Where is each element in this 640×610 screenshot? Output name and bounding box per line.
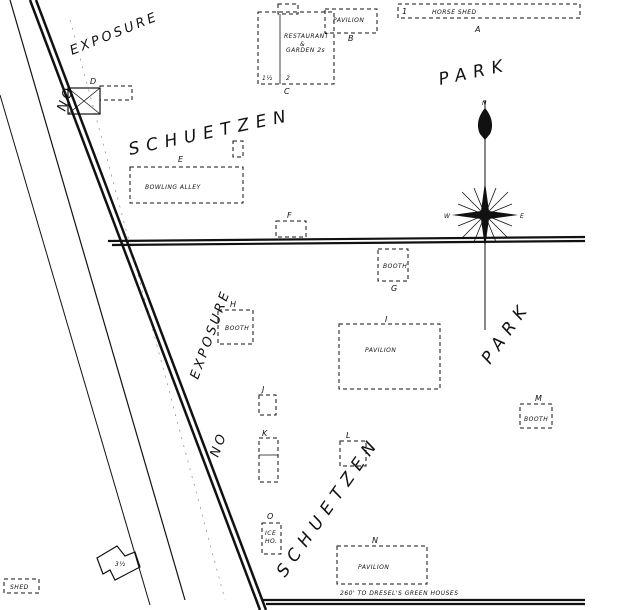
bowling-alley-e: BOWLING ALLEY E bbox=[129, 155, 244, 204]
booth-m: BOOTH M bbox=[519, 394, 553, 429]
horse-shed: HORSE SHED A 1 bbox=[397, 3, 581, 34]
svg-text:O: O bbox=[267, 512, 273, 521]
booth-g: BOOTH G bbox=[377, 248, 409, 293]
svg-text:C: C bbox=[284, 87, 290, 96]
svg-text:GARDEN 2s: GARDEN 2s bbox=[286, 47, 325, 54]
svg-text:B: B bbox=[348, 34, 354, 43]
svg-text:G: G bbox=[391, 284, 397, 293]
svg-text:1: 1 bbox=[402, 7, 407, 16]
no-exposure-word-bottom: EXPOSURE bbox=[188, 288, 234, 382]
svg-text:ICE: ICE bbox=[265, 530, 276, 537]
park-title-park-bottom: PARK bbox=[478, 297, 536, 367]
building-k: K bbox=[258, 429, 279, 483]
svg-text:260' TO DRESEL'S GREEN HOUSES: 260' TO DRESEL'S GREEN HOUSES bbox=[340, 590, 459, 597]
small-booth-near-e bbox=[232, 140, 244, 158]
svg-text:HO.: HO. bbox=[265, 538, 277, 545]
svg-text:F: F bbox=[287, 211, 292, 220]
svg-text:N: N bbox=[372, 536, 378, 545]
svg-text:L: L bbox=[346, 431, 350, 440]
svg-text:BOOTH: BOOTH bbox=[225, 325, 249, 332]
ice-house-o: ICE HO. O bbox=[261, 512, 282, 555]
svg-text:I: I bbox=[385, 315, 388, 324]
compass-rose: N E W bbox=[444, 100, 524, 330]
svg-text:K: K bbox=[262, 429, 268, 438]
svg-text:BOOTH: BOOTH bbox=[383, 263, 407, 270]
svg-text:J: J bbox=[260, 385, 265, 394]
cross-street bbox=[107, 235, 586, 606]
corner-shed: SHED bbox=[3, 578, 40, 594]
svg-text:HORSE SHED: HORSE SHED bbox=[432, 9, 477, 16]
svg-text:PAVILION: PAVILION bbox=[365, 347, 396, 354]
svg-text:PAVILION: PAVILION bbox=[358, 564, 389, 571]
svg-text:PAVILION: PAVILION bbox=[333, 17, 364, 24]
svg-text:E: E bbox=[520, 213, 524, 220]
pavilion-n: PAVILION N 260' TO DRESEL'S GREEN HOUSES bbox=[336, 536, 459, 597]
pavilion-i: PAVILION I bbox=[338, 315, 441, 390]
svg-text:A: A bbox=[474, 25, 480, 34]
building-d: D bbox=[67, 77, 133, 115]
svg-text:M: M bbox=[535, 394, 542, 403]
svg-text:W: W bbox=[444, 213, 451, 220]
building-l: L bbox=[339, 431, 367, 467]
svg-text:E: E bbox=[178, 155, 184, 164]
booth-h: BOOTH H bbox=[217, 300, 254, 345]
dwelling-3-half: 3½ bbox=[96, 545, 141, 581]
svg-text:H: H bbox=[230, 300, 236, 309]
svg-text:RESTAURANT: RESTAURANT bbox=[284, 33, 330, 40]
svg-text:D: D bbox=[90, 77, 96, 86]
pavilion-b: PAVILION B bbox=[324, 8, 378, 43]
svg-text:BOWLING ALLEY: BOWLING ALLEY bbox=[145, 184, 202, 191]
svg-text:BOOTH: BOOTH bbox=[524, 416, 548, 423]
svg-text:SHED: SHED bbox=[10, 584, 29, 591]
svg-text:1½: 1½ bbox=[262, 75, 273, 82]
park-title-schuetzen-bottom: SCHUETZEN bbox=[273, 432, 385, 580]
svg-text:2: 2 bbox=[286, 75, 290, 82]
building-j: J bbox=[258, 385, 277, 416]
no-exposure-word-top: EXPOSURE bbox=[68, 10, 161, 59]
svg-text:&: & bbox=[300, 41, 305, 48]
building-f: F bbox=[275, 211, 307, 238]
park-title-schuetzen-top: SCHUETZEN bbox=[127, 106, 295, 160]
svg-text:N: N bbox=[482, 100, 487, 107]
restaurant-c: RESTAURANT & GARDEN 2s 1½ 2 C bbox=[257, 3, 335, 96]
svg-text:3½: 3½ bbox=[115, 561, 126, 568]
park-title-park-top: PARK bbox=[437, 55, 512, 90]
no-exposure-no-bottom: NO bbox=[208, 430, 231, 460]
